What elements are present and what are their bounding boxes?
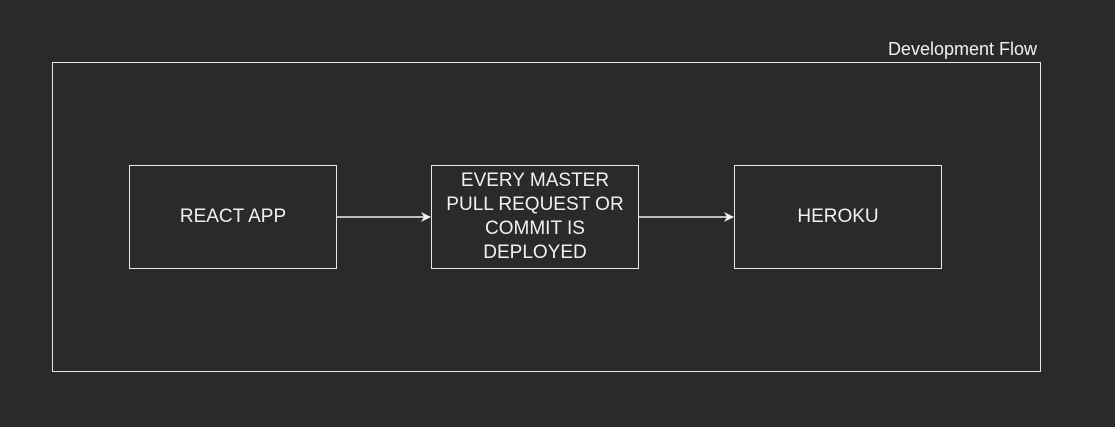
node-label: REACT APP — [179, 206, 287, 227]
container-label: Development Flow — [887, 39, 1037, 59]
node-label: EVERY MASTER PULL REQUEST OR COMMIT IS D… — [446, 170, 624, 263]
node-label: HEROKU — [797, 206, 879, 227]
node-deploy-step: EVERY MASTER PULL REQUEST OR COMMIT IS D… — [431, 165, 639, 269]
node-heroku: HEROKU — [734, 165, 942, 269]
development-flow-container — [52, 62, 1041, 372]
node-react-app: REACT APP — [129, 165, 337, 269]
